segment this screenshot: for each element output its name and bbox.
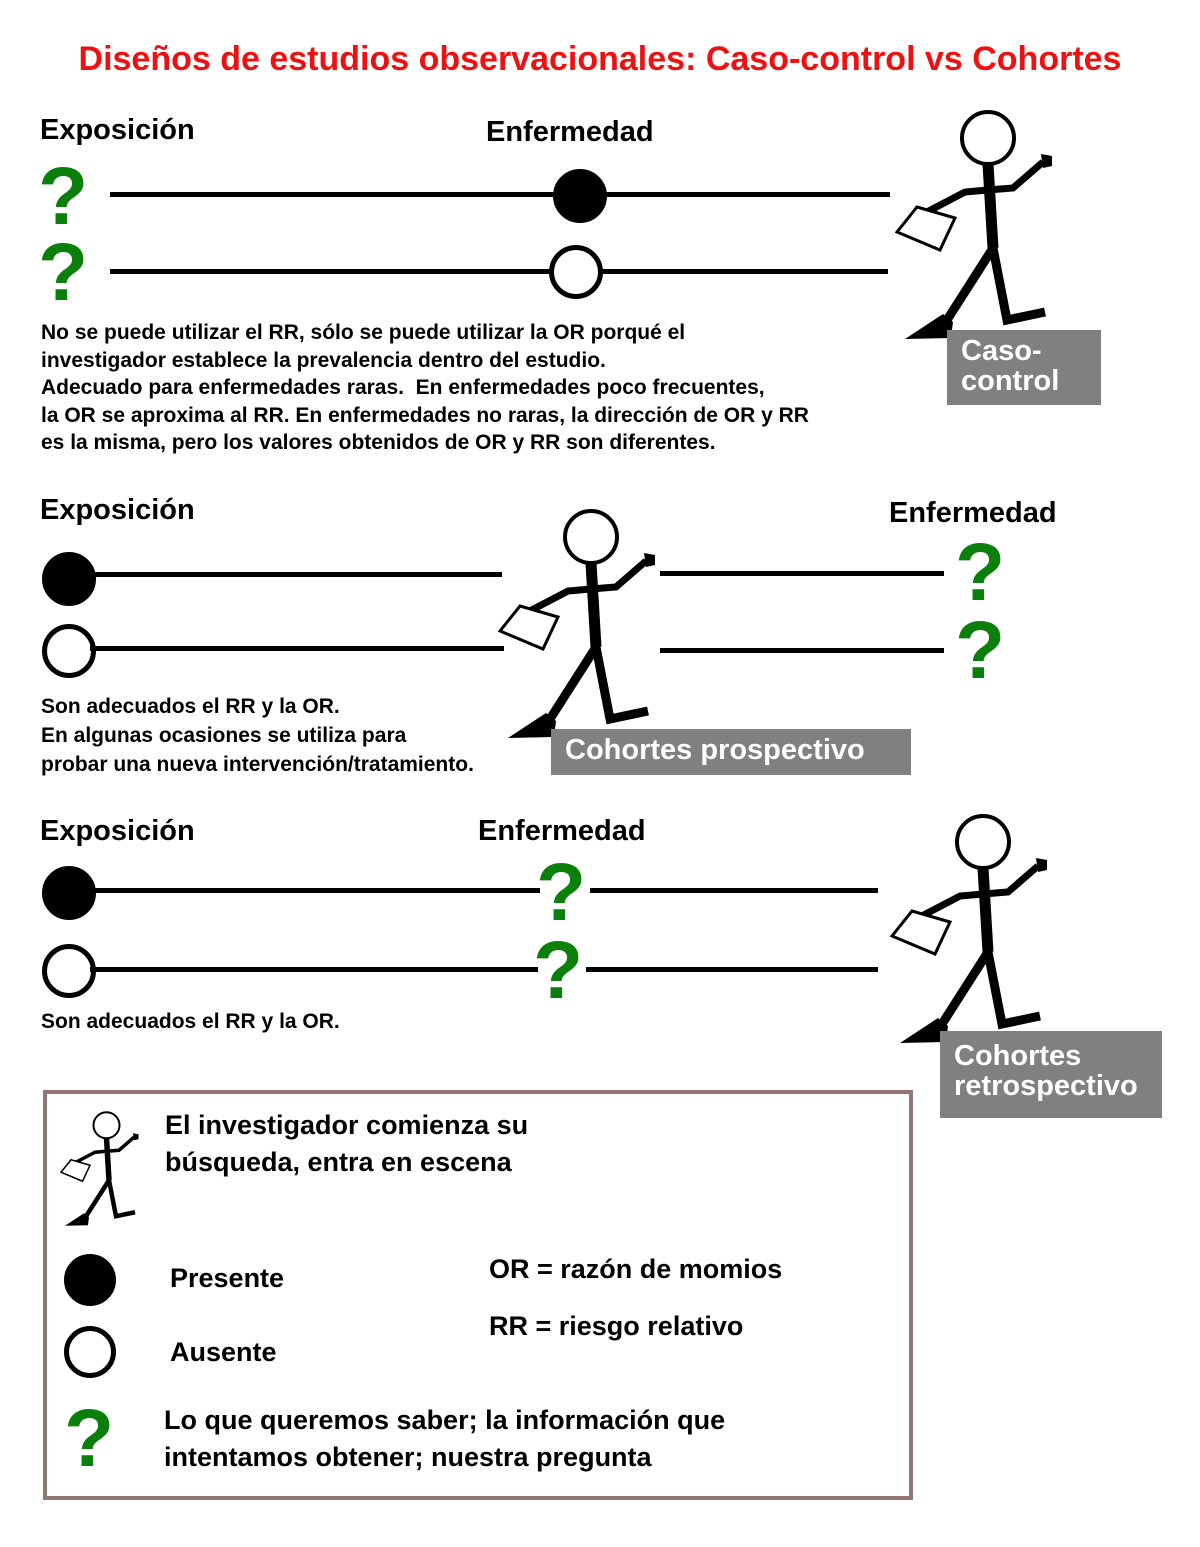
exposure-label: Exposición bbox=[40, 114, 195, 146]
legend-question: Lo que queremos saber; la información qu… bbox=[164, 1405, 726, 1472]
absent-dot-icon bbox=[549, 245, 603, 299]
case-control-tag: Caso- control bbox=[947, 330, 1101, 405]
question-mark-icon: ? bbox=[536, 847, 587, 938]
legend-or-definition: OR = razón de momios bbox=[489, 1254, 783, 1284]
absent-dot-icon bbox=[42, 624, 96, 678]
present-dot-icon bbox=[64, 1254, 116, 1306]
timeline bbox=[586, 967, 878, 972]
page-title: Diseños de estudios observacionales: Cas… bbox=[78, 40, 1122, 78]
timeline bbox=[90, 646, 504, 651]
timeline bbox=[110, 192, 890, 197]
question-mark-icon: ? bbox=[955, 605, 1006, 696]
timeline bbox=[90, 572, 502, 577]
timeline bbox=[660, 648, 944, 653]
investigator-stick-figure-icon bbox=[60, 1110, 140, 1228]
legend-rr-definition: RR = riesgo relativo bbox=[489, 1311, 744, 1341]
retrospective-description: Son adecuados el RR y la OR. bbox=[41, 1010, 340, 1033]
question-mark-icon: ? bbox=[64, 1393, 115, 1484]
prospective-tag: Cohortes prospectivo bbox=[551, 729, 911, 775]
investigator-stick-figure-icon bbox=[498, 507, 658, 742]
timeline bbox=[90, 967, 538, 972]
question-mark-icon: ? bbox=[38, 151, 89, 242]
timeline bbox=[110, 269, 888, 274]
present-dot-icon bbox=[42, 552, 96, 606]
legend-present: Presente bbox=[170, 1263, 285, 1293]
disease-label: Enfermedad bbox=[478, 815, 646, 847]
investigator-stick-figure-icon bbox=[890, 812, 1050, 1047]
question-mark-icon: ? bbox=[533, 925, 584, 1016]
present-dot-icon bbox=[42, 866, 96, 920]
timeline bbox=[590, 888, 878, 893]
retrospective-tag: Cohortes retrospectivo bbox=[940, 1031, 1162, 1118]
legend-box bbox=[43, 1090, 913, 1500]
prospective-description: Son adecuados el RR y la OR. En algunas … bbox=[41, 695, 474, 776]
investigator-stick-figure-icon bbox=[895, 108, 1055, 343]
absent-dot-icon bbox=[42, 944, 96, 998]
timeline bbox=[660, 571, 944, 576]
question-mark-icon: ? bbox=[955, 527, 1006, 618]
legend-absent: Ausente bbox=[170, 1337, 277, 1367]
present-dot-icon bbox=[553, 169, 607, 223]
exposure-label: Exposición bbox=[40, 815, 195, 847]
disease-label: Enfermedad bbox=[486, 116, 654, 148]
case-control-description: No se puede utilizar el RR, sólo se pued… bbox=[41, 321, 809, 454]
timeline bbox=[90, 888, 540, 893]
question-mark-icon: ? bbox=[38, 227, 89, 318]
exposure-label: Exposición bbox=[40, 494, 195, 526]
disease-label: Enfermedad bbox=[889, 497, 1057, 529]
legend-investigator: El investigador comienza su búsqueda, en… bbox=[165, 1110, 529, 1177]
absent-dot-icon bbox=[64, 1326, 116, 1378]
